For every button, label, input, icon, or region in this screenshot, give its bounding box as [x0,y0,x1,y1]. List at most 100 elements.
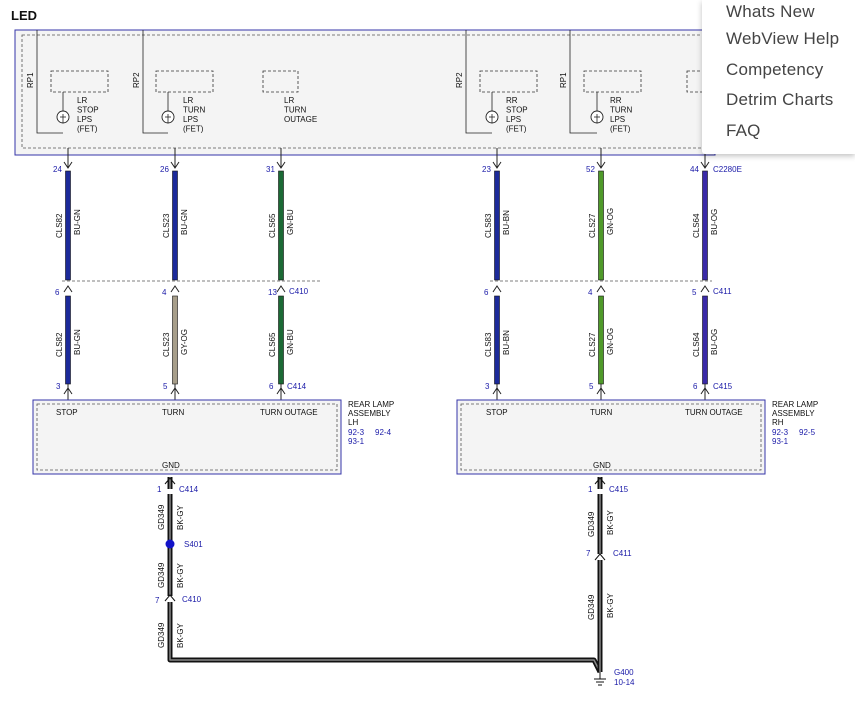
gnd-left-color-1: BK-GY [176,504,185,530]
gnd-left-splice: S401 [184,540,203,549]
gnd-left-connector-2: C410 [182,595,202,604]
circuit-label: CLS64 [692,332,701,357]
module-output-label: LR [284,96,294,105]
gnd-right-connector-2: C411 [613,549,632,558]
circuit-label: CLS65 [268,332,277,357]
pin-bottom: 5 [163,382,168,391]
module-output-label: LR [77,96,87,105]
rh-gnd: GND [593,461,611,470]
color-label: BU-BN [502,210,511,235]
module-output-label: LPS [506,115,521,124]
module-output-label: LPS [610,115,625,124]
wire-segment-lower [278,295,284,385]
module-output-label: (FET) [183,125,204,134]
color-label: GN-OG [606,208,615,235]
wire-segment-upper [172,170,178,281]
menu-item-webview-help[interactable]: WebView Help [726,29,840,48]
rh-terminal-stop: STOP [486,408,508,417]
gnd-left-connector: C414 [179,485,199,494]
gnd-right-color-1: BK-GY [606,509,615,535]
pin-top: 52 [586,165,595,174]
wire-segment-lower [494,295,500,385]
module-output-label: (FET) [77,125,98,134]
module-output-label: (FET) [506,125,527,134]
circuit-label: CLS64 [692,213,701,238]
color-label: BU-OG [710,329,719,355]
wire-segment-upper [494,170,500,281]
lh-name-1: REAR LAMP [348,400,394,409]
circuit-label: CLS23 [162,332,171,357]
rh-name-1: REAR LAMP [772,400,818,409]
color-label: GY-OG [180,329,189,355]
wire-segment-upper [65,170,71,281]
module-output-label: LR [183,96,193,105]
rh-ref-2: 92-5 [799,428,816,437]
gnd-right-circuit-2: GD349 [587,594,596,620]
circuit-label: CLS83 [484,332,493,357]
module-output-label: STOP [77,106,99,115]
pin-bottom: 6 [269,382,274,391]
module-output-label: STOP [506,106,528,115]
menu-item-detrim-charts[interactable]: Detrim Charts [726,90,834,109]
lh-ref-2: 92-4 [375,428,392,437]
module-output-label: RR [506,96,518,105]
gnd-left-color-3: BK-GY [176,622,185,648]
wire-segment-upper [278,170,284,281]
menu-item-faq[interactable]: FAQ [726,120,761,140]
rp-label-2: RP2 [132,72,141,88]
rear-lamp-assembly-rh: C415 STOP TURN TURN OUTAGE GND REAR LAMP… [456,382,818,475]
module-output-label: (FET) [610,125,631,134]
pin-top: 26 [160,165,169,174]
circuit-label: CLS23 [162,213,171,238]
module-output-label: LPS [183,115,198,124]
color-label: BU-OG [710,209,719,235]
pin-mid: 4 [588,288,593,297]
color-label: BU-GN [73,209,82,235]
pin-mid: 5 [692,288,697,297]
lh-name-3: LH [348,418,358,427]
menu-item-whats-new[interactable]: Whats New [726,2,815,21]
lighting-control-module: RP1 RP2 RP2 RP1 LRSTOPLPS(FET)LRTURNLPS(… [14,29,716,156]
pin-mid: 6 [484,288,489,297]
pin-bottom: 5 [589,382,594,391]
pin-mid: 6 [55,288,60,297]
wire-segment-lower [172,295,178,385]
rh-name-2: ASSEMBLY [772,409,815,418]
rp-label-3: RP2 [455,72,464,88]
gnd-right-pin-2: 7 [586,549,591,558]
pin-mid: 4 [162,288,167,297]
inline-connector-left: C410 [289,287,309,296]
lh-ref-3: 93-1 [348,437,365,446]
gnd-left-circuit-2: GD349 [157,562,166,588]
circuit-label: CLS65 [268,213,277,238]
circuit-label: CLS27 [588,213,597,238]
pin-top: 44 [690,165,699,174]
ground-point: G400 [614,668,634,677]
gnd-left-pin-2: 7 [155,596,160,605]
gnd-right-color-2: BK-GY [606,592,615,618]
rear-lamp-assembly-lh: C414 STOP TURN TURN OUTAGE GND REAR LAMP… [32,382,394,475]
wire-segment-upper [598,170,604,281]
color-label: BU-GN [73,329,82,355]
menu-item-competency[interactable]: Competency [726,59,824,79]
lh-terminal-stop: STOP [56,408,78,417]
color-label: BU-GN [180,209,189,235]
module-output-label: RR [610,96,622,105]
lh-terminal-turn: TURN [162,408,184,417]
lh-name-2: ASSEMBLY [348,409,391,418]
rh-terminal-turn: TURN [590,408,612,417]
color-label: GN-BU [286,329,295,355]
diagram-title: LED [11,8,37,23]
module-output-label: TURN [284,106,306,115]
gnd-left-pin: 1 [157,485,162,494]
gnd-left-circuit-1: GD349 [157,504,166,530]
color-label: BU-BN [502,330,511,355]
pin-top: 23 [482,165,491,174]
module-output-label: TURN [610,106,632,115]
circuit-label: CLS82 [55,332,64,357]
